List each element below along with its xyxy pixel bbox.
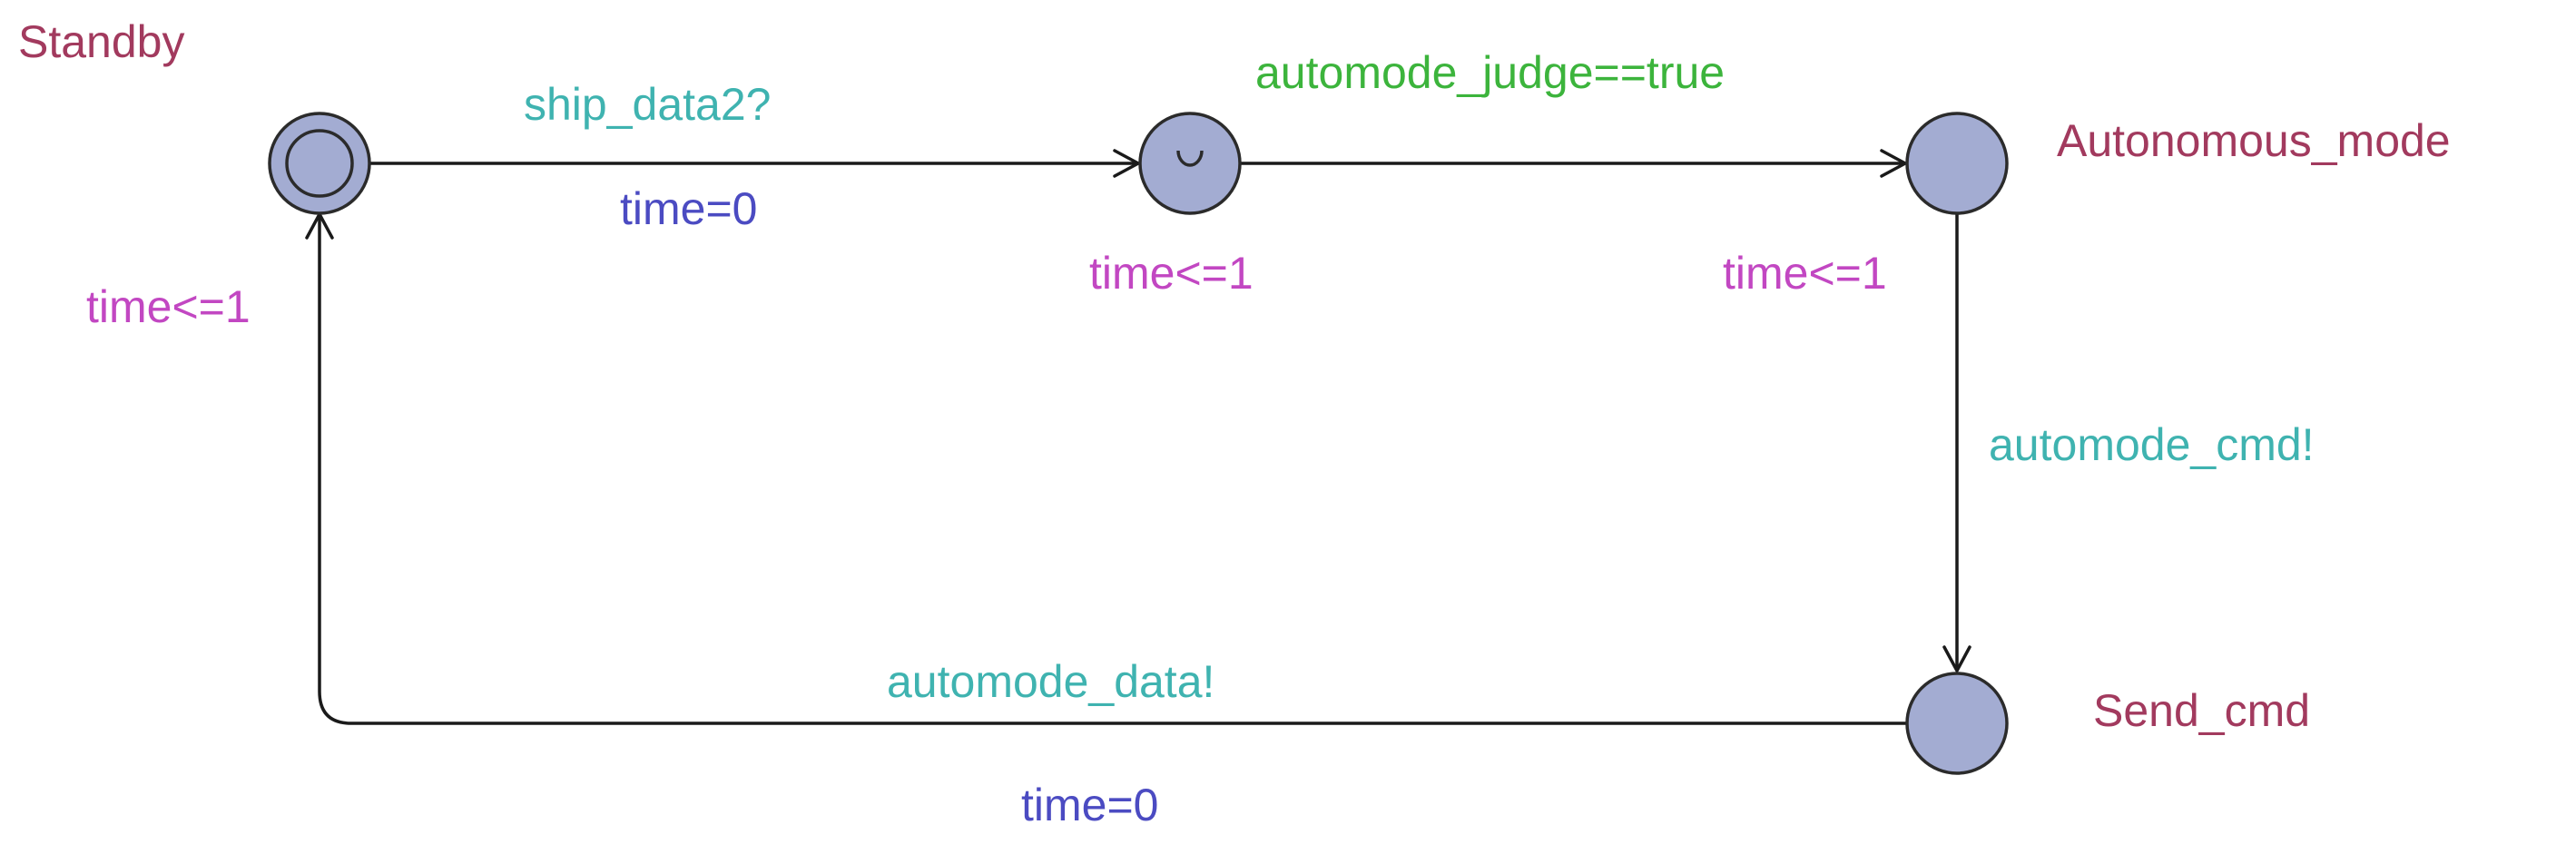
- arrowhead-autonomous-to-send: [1942, 645, 1971, 672]
- invariant-autonomous: time<=1: [1723, 248, 1887, 299]
- invariant-standby: time<=1: [86, 281, 251, 332]
- sync-automode-cmd: automode_cmd!: [1989, 419, 2315, 470]
- location-standby[interactable]: [268, 112, 371, 215]
- location-committed-circle: [1138, 112, 1242, 215]
- location-name-autonomous: Autonomous_mode: [2057, 115, 2451, 166]
- location-name-standby: Standby: [18, 16, 184, 67]
- guard-automode-judge: automode_judge==true: [1255, 47, 1725, 98]
- initial-marker-icon: [285, 129, 354, 198]
- location-autonomous[interactable]: [1905, 112, 2009, 215]
- update-send-to-standby: time=0: [1021, 780, 1158, 830]
- invariant-committed: time<=1: [1089, 248, 1254, 299]
- sync-ship-data2: ship_data2?: [524, 79, 771, 130]
- location-send-cmd[interactable]: [1905, 672, 2009, 775]
- update-standby-to-committed: time=0: [620, 183, 757, 234]
- location-autonomous-circle: [1905, 112, 2009, 215]
- location-send-cmd-circle: [1905, 672, 2009, 775]
- edge-send-to-standby[interactable]: [318, 216, 1907, 725]
- location-committed[interactable]: [1138, 112, 1242, 215]
- location-name-send-cmd: Send_cmd: [2093, 685, 2310, 736]
- sync-automode-data: automode_data!: [887, 656, 1214, 707]
- committed-marker-icon: [1176, 150, 1204, 167]
- arrowhead-committed-to-autonomous: [1880, 149, 1907, 178]
- arrowhead-standby-to-committed: [1113, 149, 1140, 178]
